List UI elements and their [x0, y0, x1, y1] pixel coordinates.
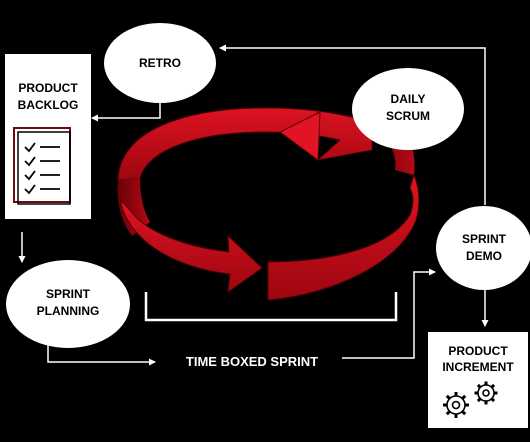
sprint-demo-label-line2: DEMO — [466, 249, 502, 263]
product-increment-label-line1: PRODUCT — [448, 344, 508, 358]
time-boxed-sprint-caption: TIME BOXED SPRINT — [186, 354, 318, 369]
connector-lines — [18, 44, 489, 366]
sprint-demo-label-line1: SPRINT — [462, 232, 507, 246]
connector-demo-to-retro — [219, 44, 486, 205]
retro-label: RETRO — [139, 56, 181, 70]
sprint-planning-node: SPRINT PLANNING — [6, 260, 130, 348]
daily-scrum-node: DAILY SCRUM — [352, 68, 464, 150]
product-increment-node: PRODUCT INCREMENT — [428, 332, 528, 428]
daily-scrum-label-line1: DAILY — [391, 92, 426, 106]
product-backlog-label-line2: BACKLOG — [18, 98, 79, 112]
sprint-planning-label-line1: SPRINT — [46, 287, 91, 301]
product-increment-label-line2: INCREMENT — [442, 360, 514, 374]
connector-planning-to-sprint — [47, 345, 156, 366]
timebox-bracket — [144, 292, 398, 322]
sprint-planning-label-line2: PLANNING — [37, 304, 100, 318]
connector-retro-to-backlog — [91, 100, 161, 122]
connector-sprint-to-demo — [342, 268, 436, 359]
gears-icon — [443, 381, 498, 418]
product-backlog-label-line1: PRODUCT — [18, 81, 78, 95]
retro-node: RETRO — [104, 23, 216, 103]
daily-scrum-label-line2: SCRUM — [386, 109, 430, 123]
product-backlog-node: PRODUCT BACKLOG — [5, 54, 91, 219]
sprint-demo-node: SPRINT DEMO — [436, 206, 530, 290]
checklist-icon — [13, 127, 71, 205]
